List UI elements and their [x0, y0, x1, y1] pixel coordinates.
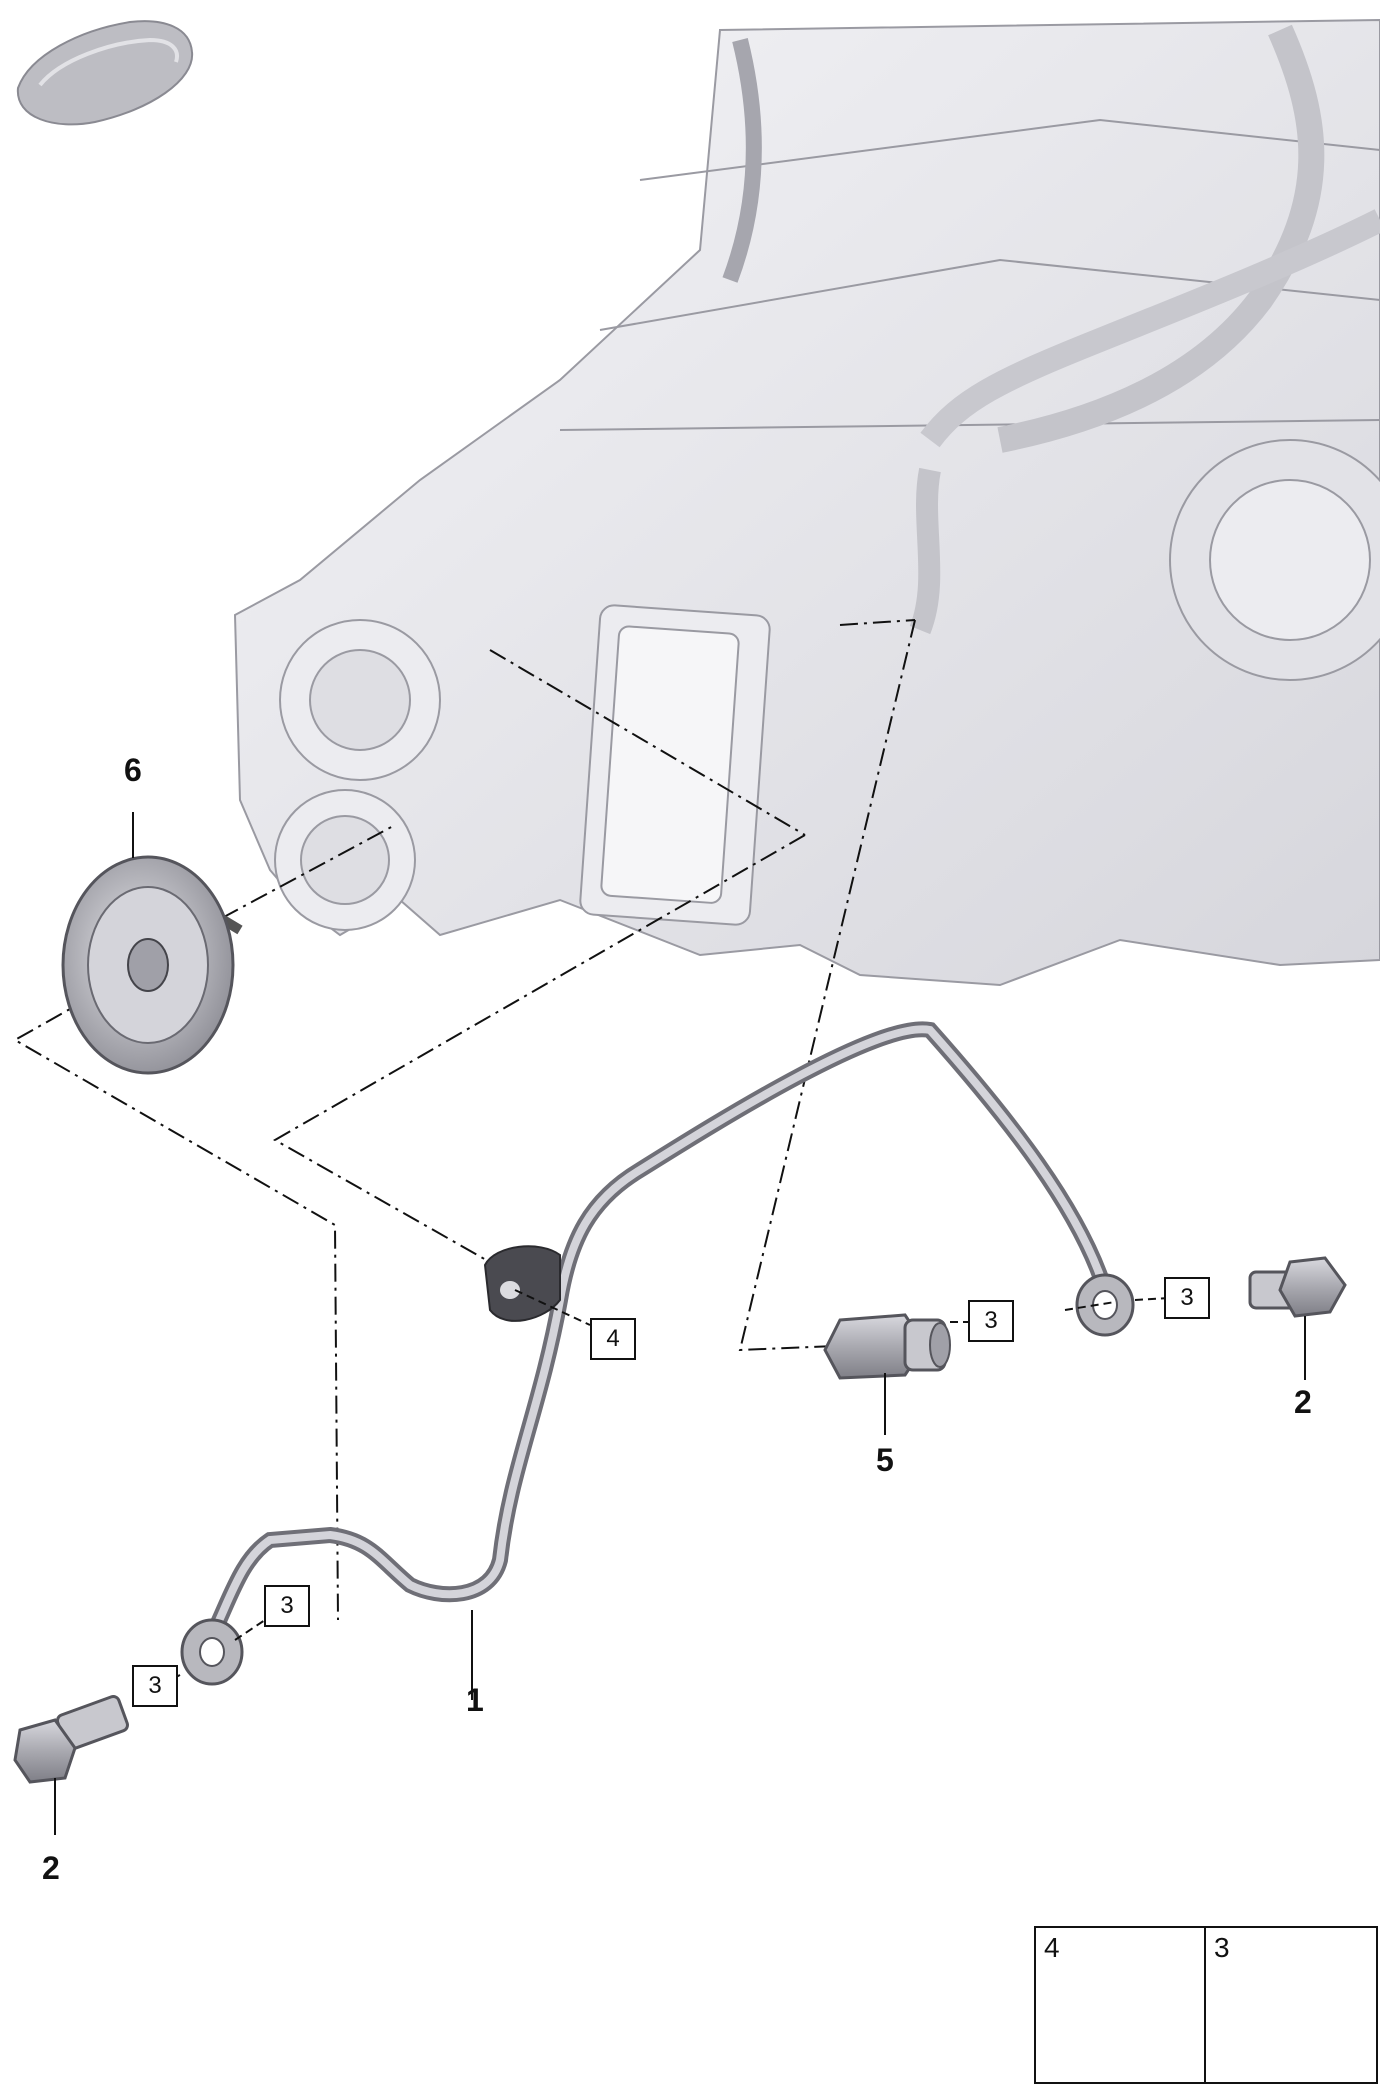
ref-box-3-a: 3 [968, 1300, 1014, 1342]
legend-cell-3: 3 [1206, 1928, 1378, 2082]
pulley-part-6 [61, 812, 243, 1075]
parts-legend: 4 3 [1034, 1926, 1378, 2084]
legend-label-4: 4 [1044, 1932, 1060, 1963]
fitting-part-5 [823, 1313, 951, 1435]
ref-box-3-c: 3 [264, 1585, 310, 1627]
ref-box-3-d: 3 [132, 1665, 178, 1707]
callout-part-2-left: 2 [42, 1850, 60, 1886]
callout-part-5: 5 [876, 1442, 894, 1478]
box-leaders [159, 1289, 1171, 1686]
callout-part-2-right: 2 [1294, 1384, 1312, 1420]
ref-box-3-b: 3 [1164, 1277, 1210, 1319]
transmission-housing [233, 18, 1380, 987]
callout-part-1: 1 [466, 1682, 484, 1718]
callout-part-6: 6 [124, 752, 142, 788]
banjo-bolt-part-2-left [13, 1694, 129, 1835]
banjo-bolt-part-2-right [1248, 1256, 1347, 1380]
legend-label-3: 3 [1214, 1932, 1230, 1963]
legend-cell-4: 4 [1036, 1928, 1206, 2082]
ref-box-4: 4 [590, 1318, 636, 1360]
car-silhouette-icon [16, 20, 194, 126]
oil-pipe-part-1 [180, 1021, 1135, 1700]
